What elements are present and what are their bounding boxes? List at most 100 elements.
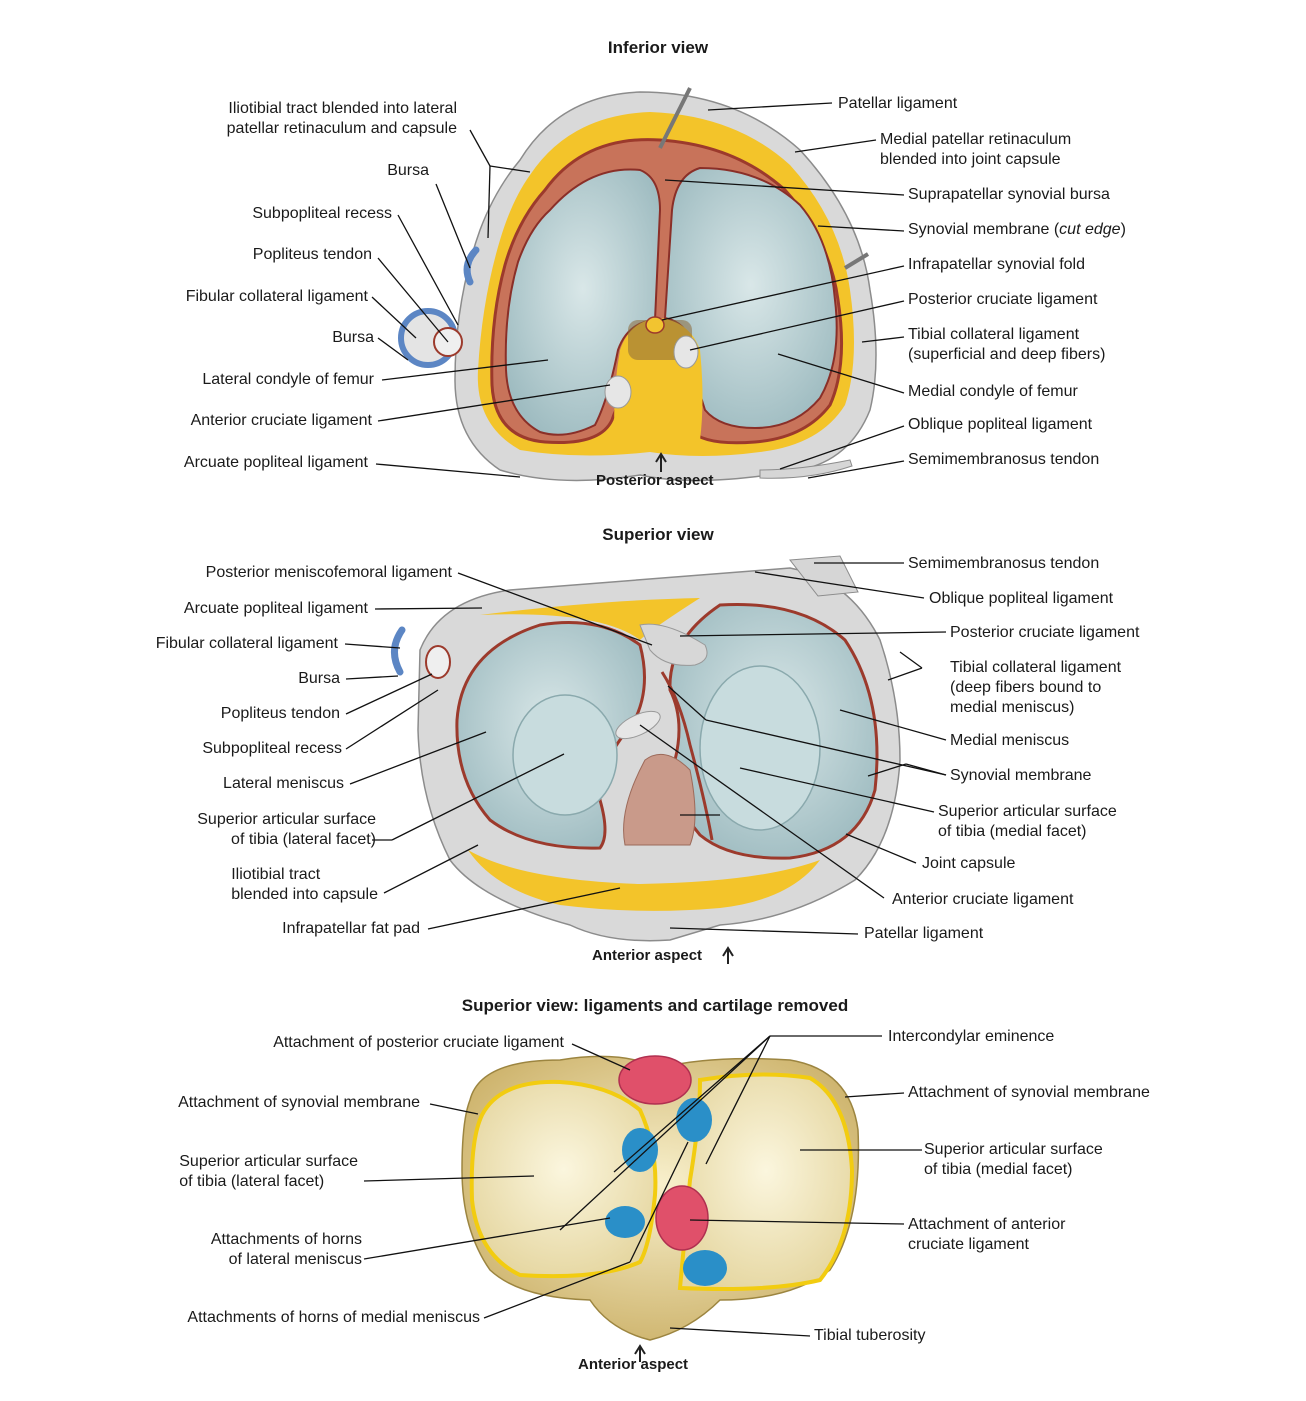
label-attachment-pcl: Attachment of posterior cruciate ligamen… — [273, 1034, 564, 1051]
label-popliteus-sup: Popliteus tendon — [220, 705, 340, 722]
label-iliotibial-sup-line2: blended into capsule — [231, 886, 378, 903]
inferior-semimembranosus — [759, 459, 853, 479]
label-sup-art-lateral-removed-line1: Superior articular surface — [179, 1153, 358, 1170]
retractor-1 — [658, 87, 692, 149]
label-attachment-acl: Attachment of anterior cruciate ligament — [908, 1215, 1065, 1255]
superior-synovial-membrane — [660, 671, 714, 841]
label-joint-capsule: Joint capsule — [922, 855, 1016, 872]
superior-view-figure — [391, 555, 901, 964]
label-sup-art-lateral-removed-line2: of tibia (lateral facet) — [179, 1173, 325, 1190]
label-medial-condyle: Medial condyle of femur — [908, 383, 1078, 400]
posterior-aspect-label: Posterior aspect — [596, 472, 714, 489]
label-infrapatellar-fold: Infrapatellar synovial fold — [908, 256, 1085, 273]
label-arcuate-sup: Arcuate popliteal ligament — [183, 600, 368, 617]
label-lateral-meniscus: Lateral meniscus — [223, 775, 344, 792]
superior-anterior-arrow — [722, 946, 734, 964]
label-bursa-inf-top: Bursa — [387, 162, 429, 179]
label-sup-art-lateral-sup: Superior articular surface of tibia (lat… — [197, 810, 376, 850]
label-bursa-inf: Bursa — [332, 329, 374, 346]
label-acl-inf: Anterior cruciate ligament — [190, 412, 372, 429]
superior-medial-facet — [699, 665, 821, 831]
label-fibular-collateral-sup: Fibular collateral ligament — [155, 635, 338, 652]
inferior-pcl — [673, 335, 699, 369]
label-popliteus-tendon-inf: Popliteus tendon — [252, 246, 372, 263]
label-infrapatellar-fat-pad: Infrapatellar fat pad — [282, 920, 420, 937]
label-pcl-sup: Posterior cruciate ligament — [950, 624, 1140, 641]
label-attachment-synovial-right: Attachment of synovial membrane — [908, 1084, 1150, 1101]
superior-semimembranosus — [789, 555, 859, 597]
label-acl-sup: Anterior cruciate ligament — [892, 891, 1074, 908]
anterior-aspect-label-1: Anterior aspect — [592, 947, 703, 964]
label-attachment-acl-line2: cruciate ligament — [908, 1236, 1029, 1253]
inferior-lateral-condyle — [504, 168, 662, 436]
horn-lat-ant — [605, 1206, 645, 1238]
label-sup-art-lateral-removed: Superior articular surface of tibia (lat… — [179, 1152, 358, 1192]
label-horns-medial-meniscus: Attachments of horns of medial meniscus — [187, 1309, 480, 1326]
inferior-infrapatellar-fold — [645, 316, 665, 334]
label-sup-art-lateral-sup-line1: Superior articular surface — [197, 811, 376, 828]
superior-acl — [623, 753, 696, 846]
label-horns-lateral-line1: Attachments of horns — [210, 1231, 362, 1248]
label-iliotibial-sup: Iliotibial tract blended into capsule — [231, 865, 378, 905]
label-bursa-sup: Bursa — [298, 670, 340, 687]
pcl-attachment — [618, 1055, 692, 1105]
inferior-posterior-arrow — [655, 452, 667, 472]
title-superior-view: Superior view — [602, 525, 714, 544]
anterior-arrow-bottom — [634, 1344, 646, 1362]
label-tibial-collateral-sup-line2: (deep fibers bound to — [950, 679, 1102, 696]
label-iliotibial-sup-line1: Iliotibial tract — [231, 866, 321, 883]
label-tibial-collateral-sup-line3: medial meniscus) — [950, 699, 1075, 716]
horn-med-ant — [683, 1250, 727, 1286]
superior-lateral-facet — [512, 694, 618, 816]
label-iliotibial-line1: Iliotibial tract blended into lateral — [228, 100, 457, 117]
title-removed-view: Superior view: ligaments and cartilage r… — [461, 996, 849, 1015]
label-tibial-collateral-inf-line2: (superficial and deep fibers) — [908, 346, 1106, 363]
label-oblique-popliteal-sup: Oblique popliteal ligament — [929, 590, 1114, 607]
label-semimembranosus-sup: Semimembranosus tendon — [908, 555, 1100, 572]
label-synovial-cut-c: ) — [1120, 221, 1126, 238]
acl-attachment — [655, 1185, 709, 1251]
label-suprapatellar-bursa: Suprapatellar synovial bursa — [908, 186, 1110, 203]
superior-pcl — [639, 623, 708, 666]
label-post-meniscofemoral: Posterior meniscofemoral ligament — [205, 564, 452, 581]
anterior-aspect-label-2: Anterior aspect — [578, 1356, 689, 1373]
label-medial-retinaculum-line1: Medial patellar retinaculum — [880, 131, 1072, 148]
label-subpopliteal-recess-inf: Subpopliteal recess — [252, 205, 392, 222]
label-tibial-tuberosity: Tibial tuberosity — [814, 1327, 926, 1344]
superior-acl-stub — [615, 710, 661, 740]
superior-bursa — [391, 626, 406, 676]
label-sup-art-medial-sup-line1: Superior articular surface — [938, 803, 1117, 820]
label-attachment-acl-line1: Attachment of anterior — [908, 1216, 1066, 1233]
label-patellar-ligament-sup: Patellar ligament — [864, 925, 984, 942]
retractor-2 — [843, 252, 870, 270]
label-sup-art-medial-removed-line2: of tibia (medial facet) — [924, 1161, 1073, 1178]
label-lateral-condyle: Lateral condyle of femur — [202, 371, 374, 388]
label-oblique-popliteal-inf: Oblique popliteal ligament — [908, 416, 1093, 433]
superior-popliteus — [425, 645, 451, 679]
label-sup-art-lateral-sup-line2: of tibia (lateral facet) — [231, 831, 376, 848]
label-synovial-cut-edge: Synovial membrane (cut edge) — [908, 220, 1126, 240]
label-subpopliteal-sup: Subpopliteal recess — [202, 740, 342, 757]
label-synovial-cut-a: Synovial membrane ( — [908, 221, 1060, 238]
label-arcuate-inf: Arcuate popliteal ligament — [183, 454, 368, 471]
label-horns-lateral-line2: of lateral meniscus — [228, 1251, 362, 1268]
label-sup-art-medial-removed-line1: Superior articular surface — [924, 1141, 1103, 1158]
medial-facet-outline — [677, 1072, 855, 1291]
label-sup-art-medial-sup: Superior articular surface of tibia (med… — [938, 802, 1117, 842]
leader-lines — [344, 102, 947, 1337]
label-attachment-synovial-left: Attachment of synovial membrane — [178, 1094, 420, 1111]
horn-med-post — [676, 1098, 712, 1142]
title-inferior-view: Inferior view — [607, 38, 709, 57]
label-sup-art-medial-sup-line2: of tibia (medial facet) — [938, 823, 1087, 840]
label-medial-meniscus: Medial meniscus — [950, 732, 1070, 749]
lateral-facet-outline — [469, 1079, 658, 1279]
label-intercondylar-eminence: Intercondylar eminence — [888, 1028, 1055, 1045]
label-synovial-cut-b: cut edge — [1059, 221, 1121, 238]
label-fibular-collateral-inf: Fibular collateral ligament — [185, 288, 368, 305]
label-iliotibial-line2: patellar retinaculum and capsule — [226, 120, 457, 137]
label-synovial-sup: Synovial membrane — [950, 767, 1092, 784]
label-tibial-collateral-sup-line1: Tibial collateral ligament — [950, 659, 1122, 676]
label-medial-retinaculum-line2: blended into joint capsule — [880, 151, 1061, 168]
label-tibial-collateral-inf: Tibial collateral ligament (superficial … — [908, 325, 1105, 365]
